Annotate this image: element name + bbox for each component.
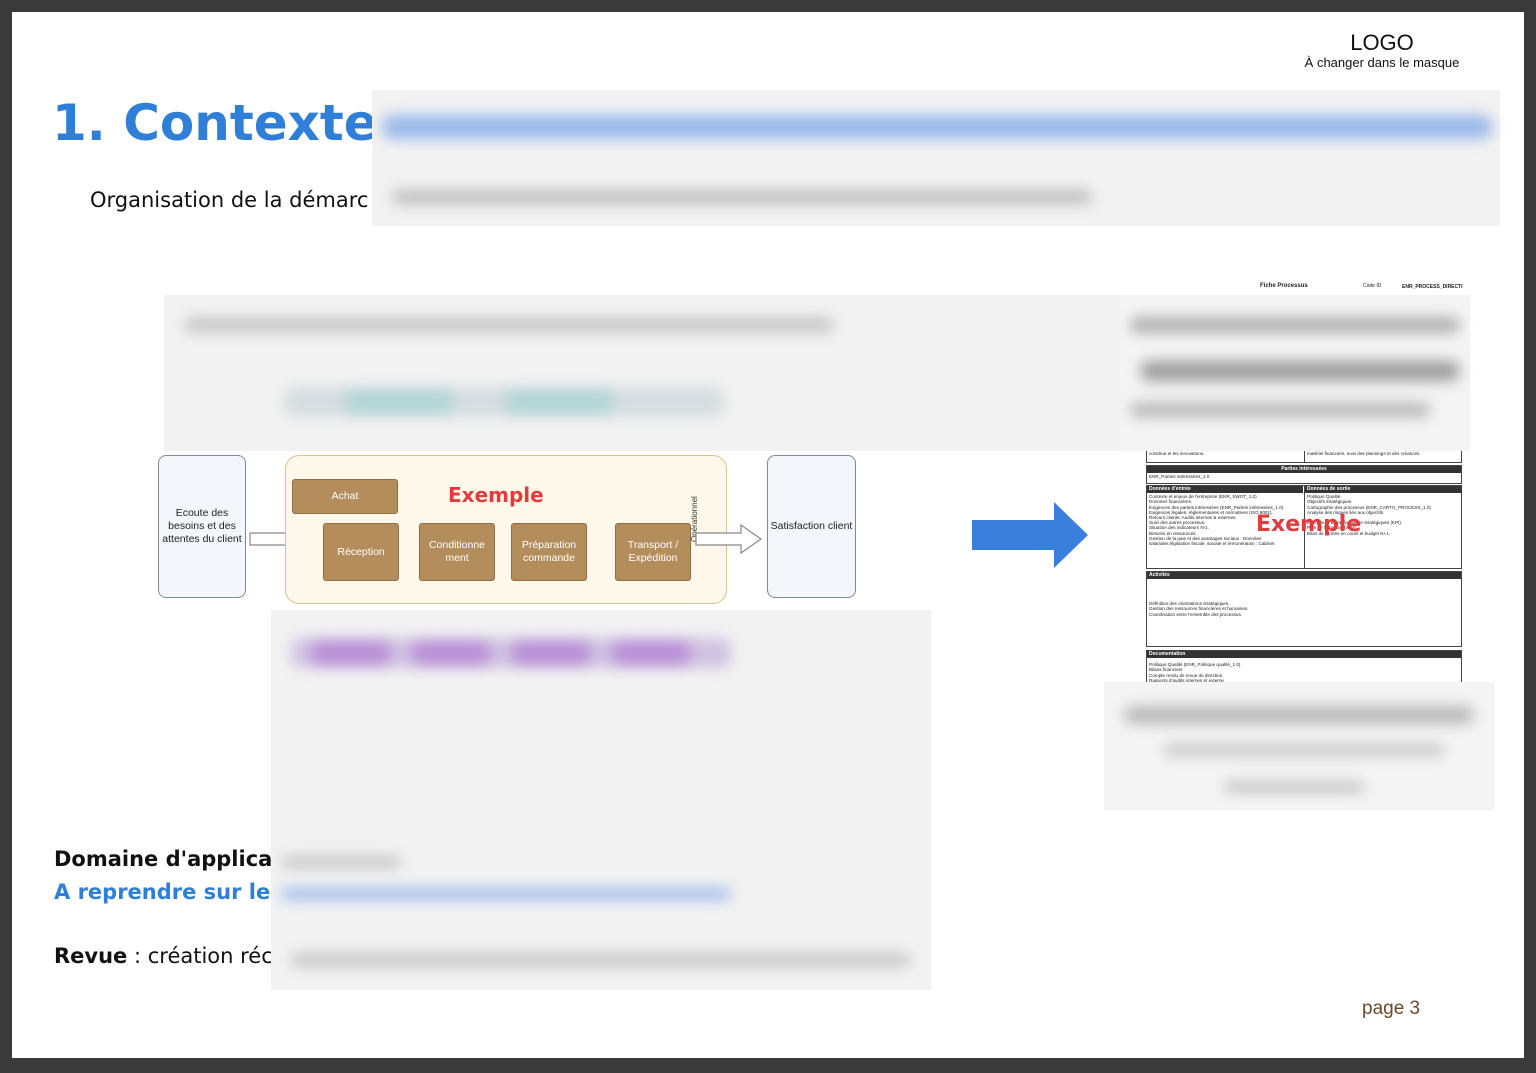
fiche-code-value: ENR_PROCESS_DIRECTI (1402, 284, 1463, 290)
page-number: page 3 (1362, 998, 1421, 1019)
process-conditionnement: Conditionne ment (419, 523, 495, 581)
logo-title: LOGO (1350, 30, 1414, 55)
fiche-fragment-right: matériel financiers, suivi des plannings… (1304, 450, 1459, 462)
fiche-activites-text: Définition des orientations stratégiques… (1149, 601, 1249, 617)
exemple-label: Exemple (448, 483, 544, 507)
redacted-diagram-header (164, 295, 1124, 451)
redacted-bottom-text (271, 842, 931, 990)
revue-label: Revue (54, 944, 128, 968)
reprendre-label: A reprendre sur le l (54, 880, 285, 904)
redacted-fiche-top (1120, 295, 1470, 451)
fiche-sortie-text: Politique Qualité. Objectifs stratégique… (1307, 494, 1431, 536)
process-preparation: Préparation commande (511, 523, 587, 581)
fiche-activites-header: Activités (1147, 572, 1461, 580)
fiche-processus: continue et les innovations. matériel fi… (1146, 448, 1462, 692)
fiche-documentation-header: Documentation (1147, 651, 1461, 659)
arrow-right-icon (695, 523, 763, 555)
client-satisfaction-box: Satisfaction client (767, 455, 856, 598)
process-reception: Réception (323, 523, 399, 581)
fiche-fragment-left: continue et les innovations. (1149, 451, 1205, 456)
fiche-code-label: Code ID (1363, 283, 1382, 289)
fiche-documentation-text: Politique Qualité (ENR_Politique qualité… (1149, 662, 1248, 688)
fiche-exemple-label: Exemple (1256, 512, 1362, 537)
redacted-title-block (372, 90, 1500, 226)
client-satisfaction-label: Satisfaction client (770, 520, 853, 532)
fiche-parties-header: Parties intéressées (1147, 466, 1461, 474)
client-needs-box: Ecoute des besoins et des attentes du cl… (158, 455, 246, 598)
slide: LOGO À changer dans le masque 1. Context… (12, 12, 1524, 1058)
page-title: 1. Contexte d (52, 94, 431, 152)
fiche-sortie-header: Données de sortie (1305, 486, 1462, 494)
logo-subtitle: À changer dans le masque (1304, 55, 1460, 70)
process-transport: Transport / Expédition (615, 523, 691, 581)
fiche-top-title: Fiche Processus (1260, 283, 1308, 289)
fiche-entree-header: Données d'entrée (1147, 486, 1303, 494)
client-needs-label: Ecoute des besoins et des attentes du cl… (162, 507, 242, 545)
fiche-parties-text: ENR_Parties intéressées_1.0 (1149, 474, 1210, 480)
redacted-fiche-bottom (1104, 682, 1495, 810)
arrow-right-icon (972, 502, 1088, 568)
fiche-entree-text: Contexte et enjeux de l'entreprise (ENR_… (1149, 494, 1284, 547)
process-achat: Achat (292, 479, 398, 514)
page-subtitle: Organisation de la démarc (90, 188, 369, 212)
domaine-application-label: Domaine d'applicat (54, 847, 283, 871)
revue-line: Revue : création réc (54, 944, 273, 968)
revue-text: : création réc (127, 944, 273, 968)
